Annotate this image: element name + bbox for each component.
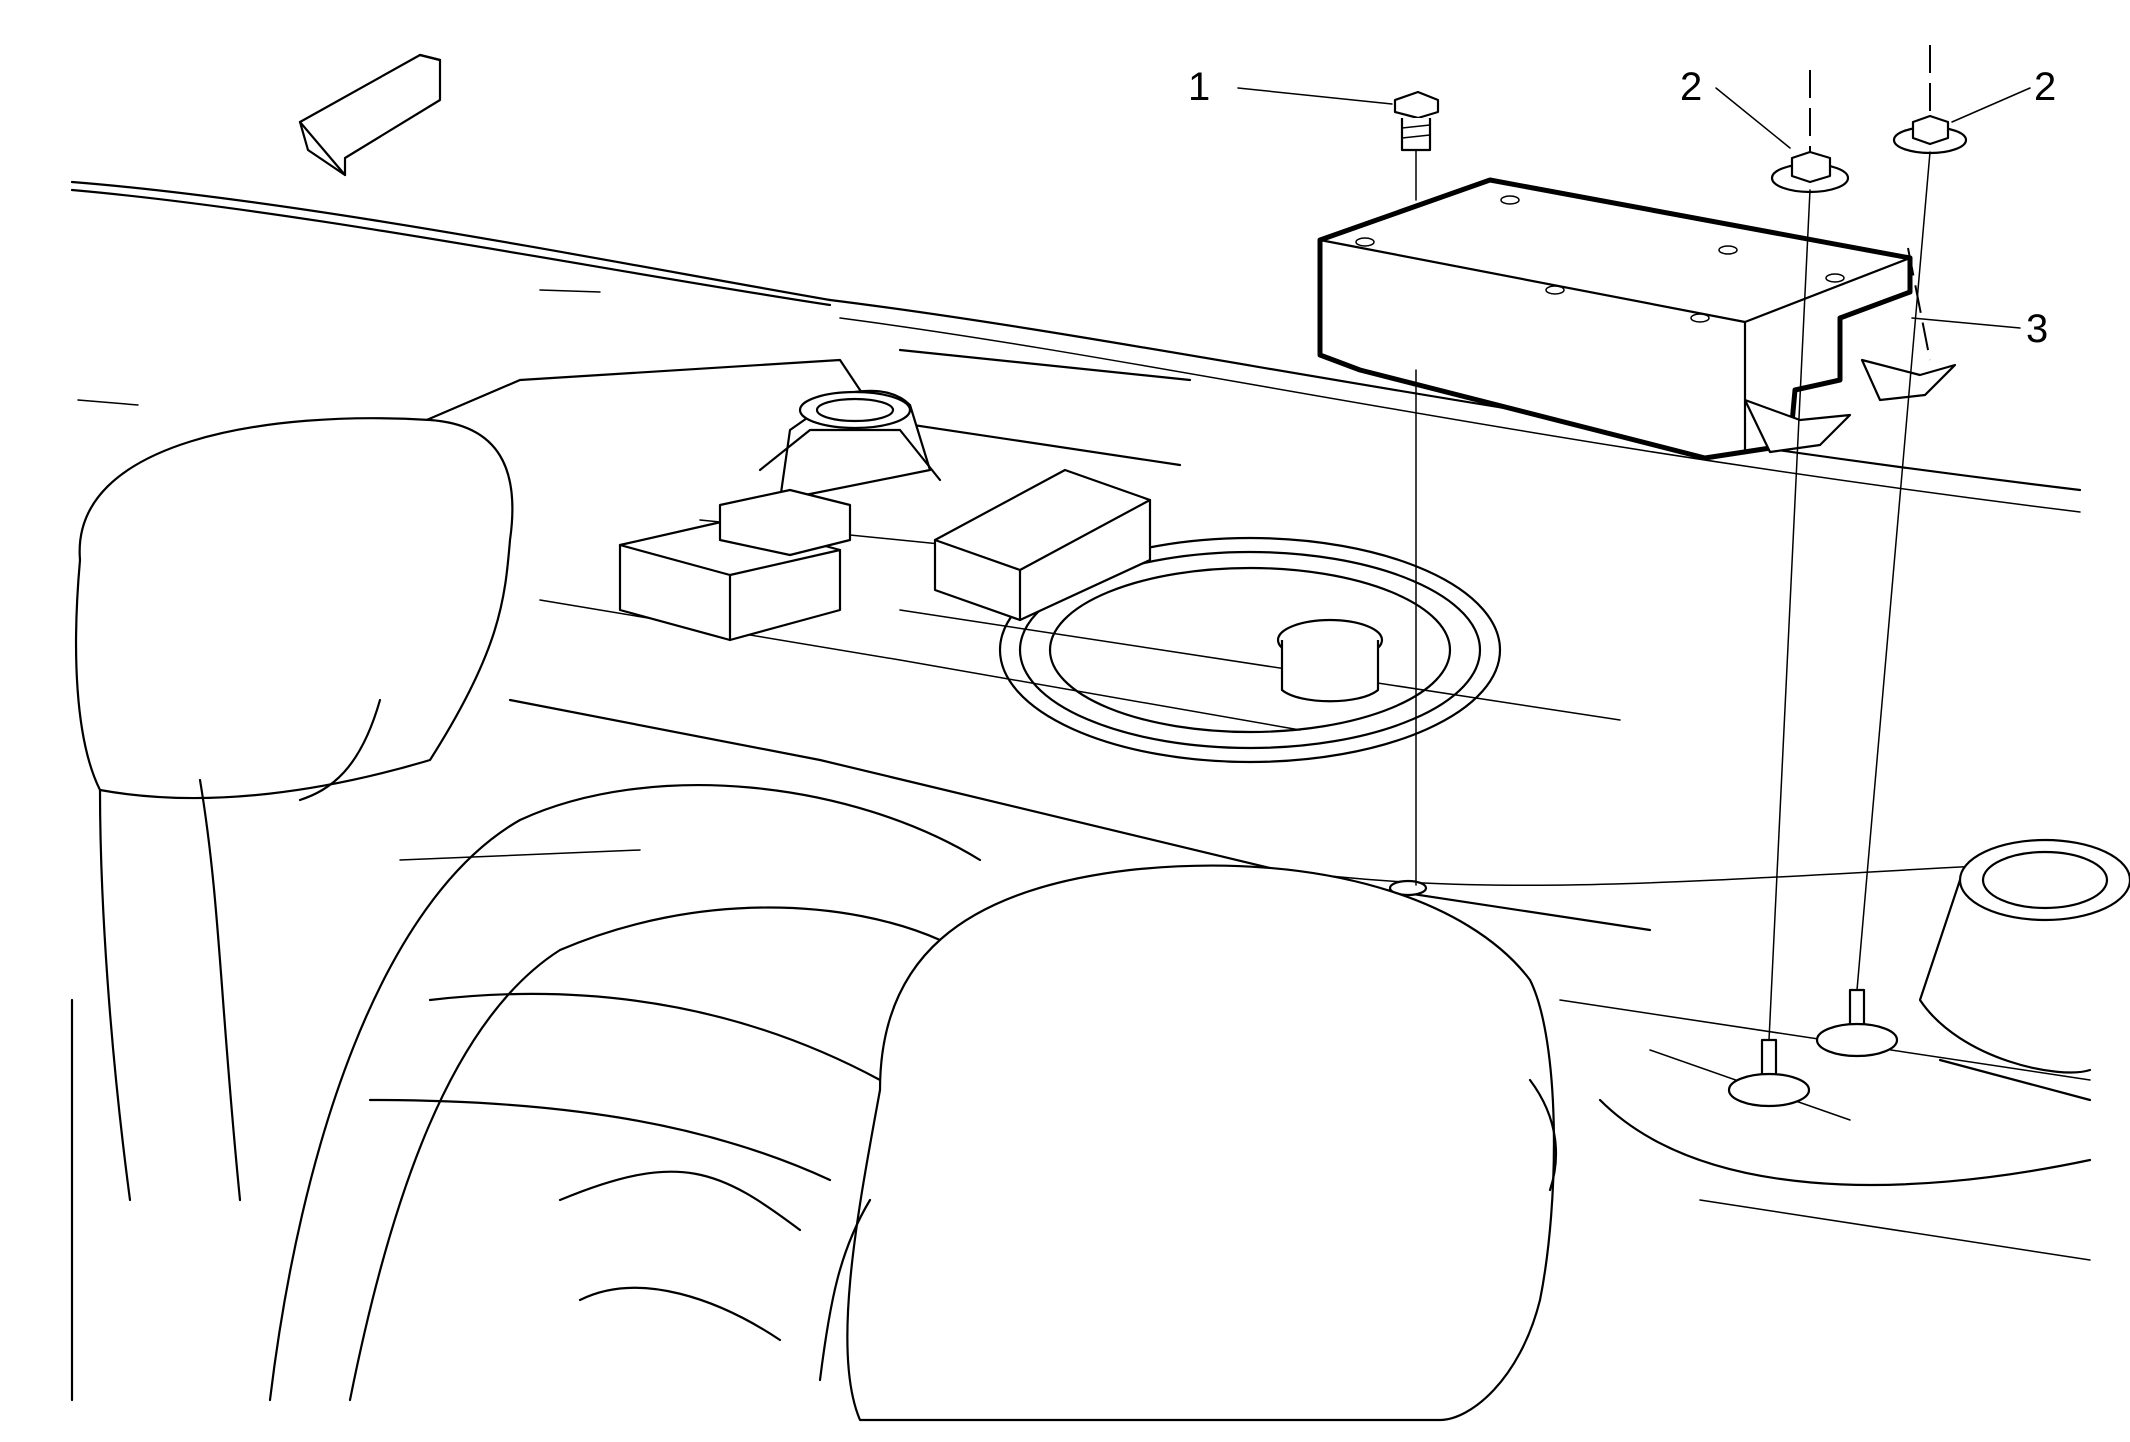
callout-leaders (1237, 87, 2031, 329)
nut-guide-line (1856, 151, 1931, 991)
left-headrest (74, 417, 514, 1202)
nut-guide-line (1768, 189, 1811, 1041)
shelf-module-right (933, 468, 1152, 622)
module (1317, 177, 1957, 461)
center-speaker (1276, 618, 1384, 703)
nut-centerline (1907, 247, 1931, 361)
forward-arrow-icon (298, 53, 442, 177)
mounting-stud-left (1727, 1038, 1811, 1108)
callout-label: 1 (1188, 65, 1210, 109)
shelf-module-center (718, 488, 852, 557)
bolt (1393, 90, 1440, 201)
callout-label: 2 (2034, 65, 2056, 109)
center-headrest (818, 864, 1558, 1422)
callout-label: 2 (1680, 65, 1702, 109)
callout-label: 3 (2026, 307, 2048, 351)
left-speaker (758, 389, 942, 502)
right-speaker (1918, 838, 2130, 1102)
mounting-stud-right (1815, 988, 1899, 1058)
nut (1892, 114, 1968, 155)
mounting-stud-bolt-hole (1388, 879, 1428, 897)
rear-window-edge (70, 180, 2082, 513)
rear-seat-back (70, 784, 982, 1402)
nut (1770, 150, 1850, 194)
